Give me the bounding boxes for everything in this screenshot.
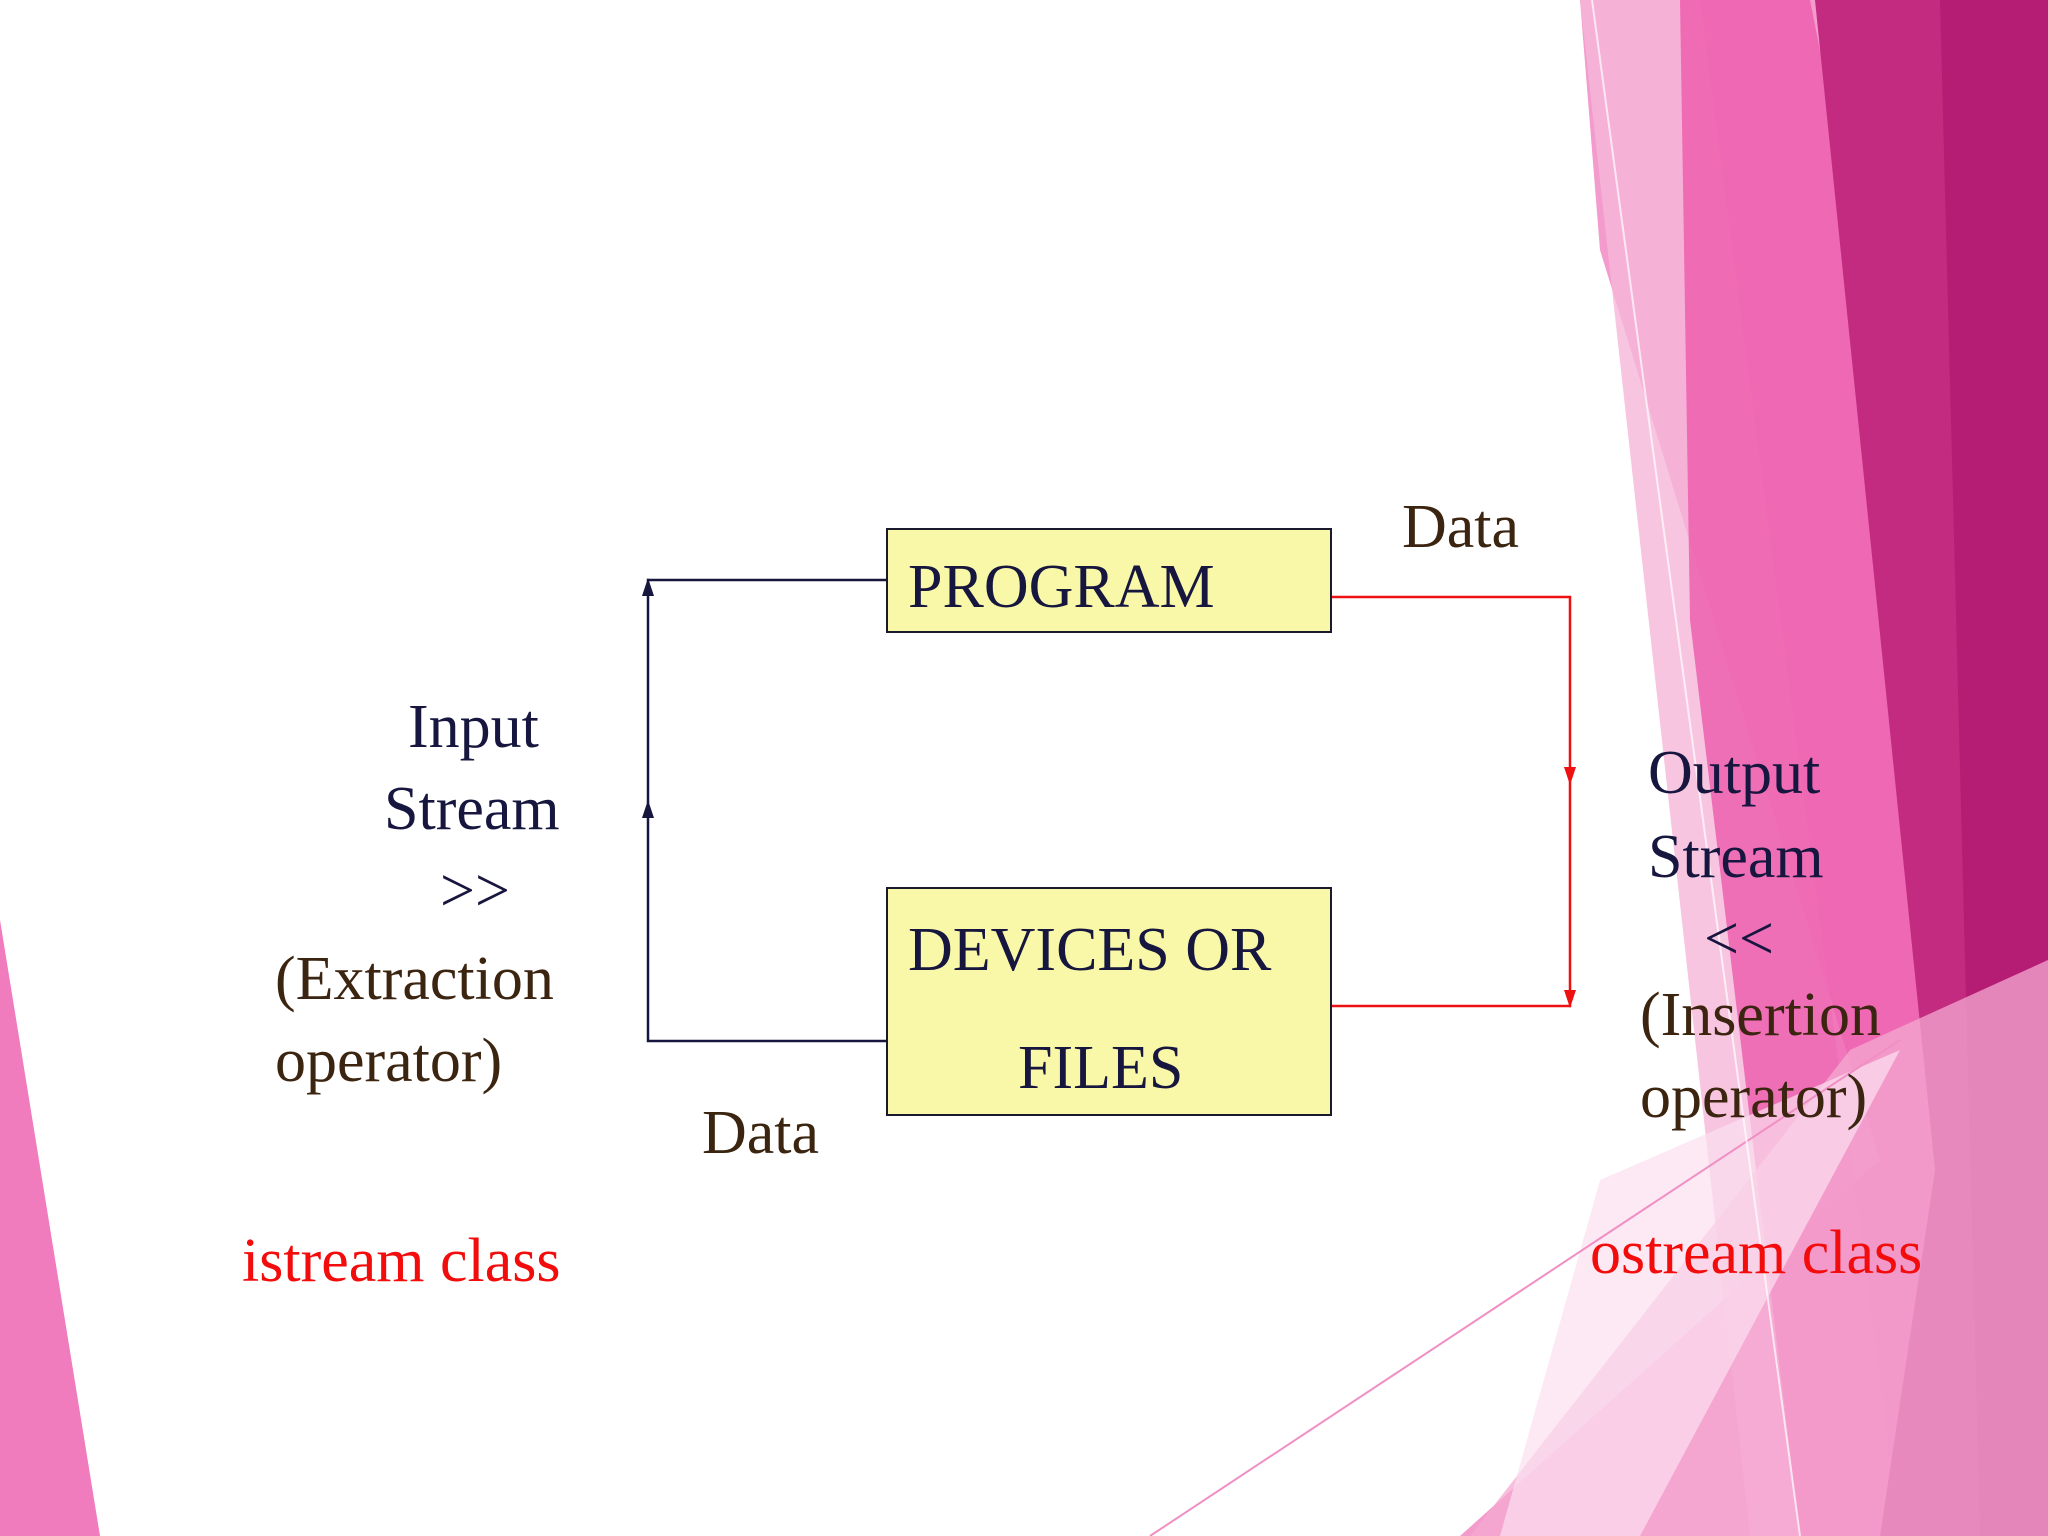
- insertion-desc-line2: operator): [1640, 1063, 1868, 1131]
- insertion-desc-line1: (Insertion: [1640, 981, 1882, 1049]
- input-data-label: Data: [702, 1099, 820, 1167]
- extraction-desc-line1: (Extraction: [275, 945, 554, 1013]
- ostream-class-label: ostream class: [1590, 1219, 1923, 1287]
- bottom-white-wedge: [1500, 1050, 1900, 1536]
- devices-box: DEVICES OR FILES: [886, 887, 1332, 1116]
- insertion-operator-symbol: <<: [1704, 905, 1774, 973]
- output-data-label: Data: [1402, 493, 1520, 561]
- istream-class-label: istream class: [242, 1227, 561, 1295]
- output-arrowhead-bottom: [1564, 990, 1576, 1008]
- input-label-line2: Stream: [384, 775, 560, 843]
- input-arrowhead-top: [642, 578, 654, 596]
- program-box: PROGRAM: [886, 528, 1332, 633]
- left-pink-shard: [0, 920, 100, 1536]
- extraction-desc-line2: operator): [275, 1027, 503, 1095]
- input-arrowhead-middle: [642, 800, 654, 818]
- thin-diagonal-line: [1149, 1039, 1901, 1536]
- program-label: PROGRAM: [908, 553, 1215, 621]
- input-stream-arrow: [646, 578, 886, 1043]
- output-arrowhead-middle: [1564, 767, 1576, 785]
- devices-label-line1: DEVICES OR: [908, 916, 1272, 984]
- output-label-line1: Output: [1648, 739, 1821, 807]
- extraction-operator-symbol: >>: [440, 857, 510, 925]
- output-stream-arrow: [1332, 595, 1572, 1008]
- input-label-line1: Input: [408, 693, 539, 761]
- output-label-line2: Stream: [1648, 823, 1824, 891]
- devices-label-line2: FILES: [1018, 1034, 1184, 1102]
- thin-vertical-line: [1591, 0, 1801, 1536]
